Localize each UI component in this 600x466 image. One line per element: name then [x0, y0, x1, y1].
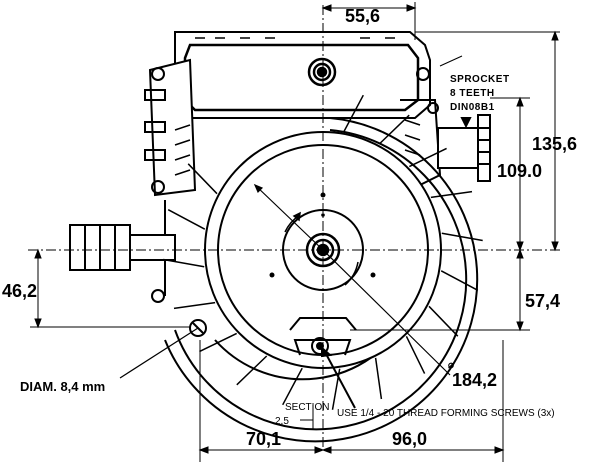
dim-sprocket-height	[490, 96, 530, 252]
sprocket-label-line1: SPROCKET	[450, 74, 510, 85]
diam-leader	[119, 327, 199, 379]
fan-vane	[187, 163, 218, 195]
right-width-label: 96,0	[392, 429, 427, 449]
section-label: SECTION	[285, 402, 329, 413]
sprocket-label-line2: 8 TEETH	[450, 88, 495, 99]
small-offset-label: 2,5	[275, 416, 289, 427]
radius-label: 184,2	[452, 370, 497, 390]
fan-vane	[236, 355, 268, 386]
rotation-arrows	[284, 211, 359, 286]
fan-vane	[167, 209, 206, 230]
right-lower-height-label: 57,4	[525, 291, 560, 311]
disc-holes	[269, 192, 376, 278]
left-width-label: 70,1	[246, 429, 281, 449]
sprocket-leader	[439, 55, 463, 67]
fan-vane	[199, 332, 238, 353]
fan-vane	[428, 305, 459, 337]
motor-housing	[144, 31, 442, 303]
dim-bottom-widths	[198, 340, 505, 462]
fan-vane	[440, 270, 479, 291]
fan-vane	[173, 301, 216, 310]
terminal-box-fins	[174, 37, 421, 176]
sprocket-height-label: 109.0	[497, 161, 542, 181]
overall-height-label: 135,6	[532, 134, 577, 154]
sprocket-label-line3: DIN08B1	[450, 102, 495, 113]
fan-vane	[343, 94, 364, 133]
fan-vane	[441, 232, 483, 242]
dim-top-width	[321, 2, 560, 40]
centerlines	[28, 5, 560, 450]
diameter-symbol: ⌀	[448, 360, 455, 371]
fan-vane	[282, 367, 303, 406]
fan-vane	[163, 258, 205, 268]
top-width-label: 55,6	[345, 6, 380, 26]
left-shaft	[69, 224, 176, 271]
dim-left-height	[30, 248, 190, 329]
dim-right-lower	[350, 248, 530, 332]
fan-vane	[378, 114, 410, 145]
screw-note-label: USE 1/4 - 20 THREAD FORMING SCREWS (3x)	[337, 408, 555, 419]
radius-leader	[253, 183, 451, 376]
fan-vane	[430, 190, 473, 199]
fan-vane	[408, 147, 447, 168]
fan-vanes	[163, 94, 483, 410]
sprocket	[437, 114, 491, 182]
fan-vane	[374, 357, 383, 400]
fan-vane	[405, 335, 426, 374]
left-height-label: 46,2	[2, 281, 37, 301]
terminal-screw	[307, 57, 337, 87]
hole-diameter-label: DIAM. 8,4 mm	[20, 379, 105, 394]
dim-overall-height	[551, 30, 559, 252]
screw-note-leader	[321, 345, 356, 409]
